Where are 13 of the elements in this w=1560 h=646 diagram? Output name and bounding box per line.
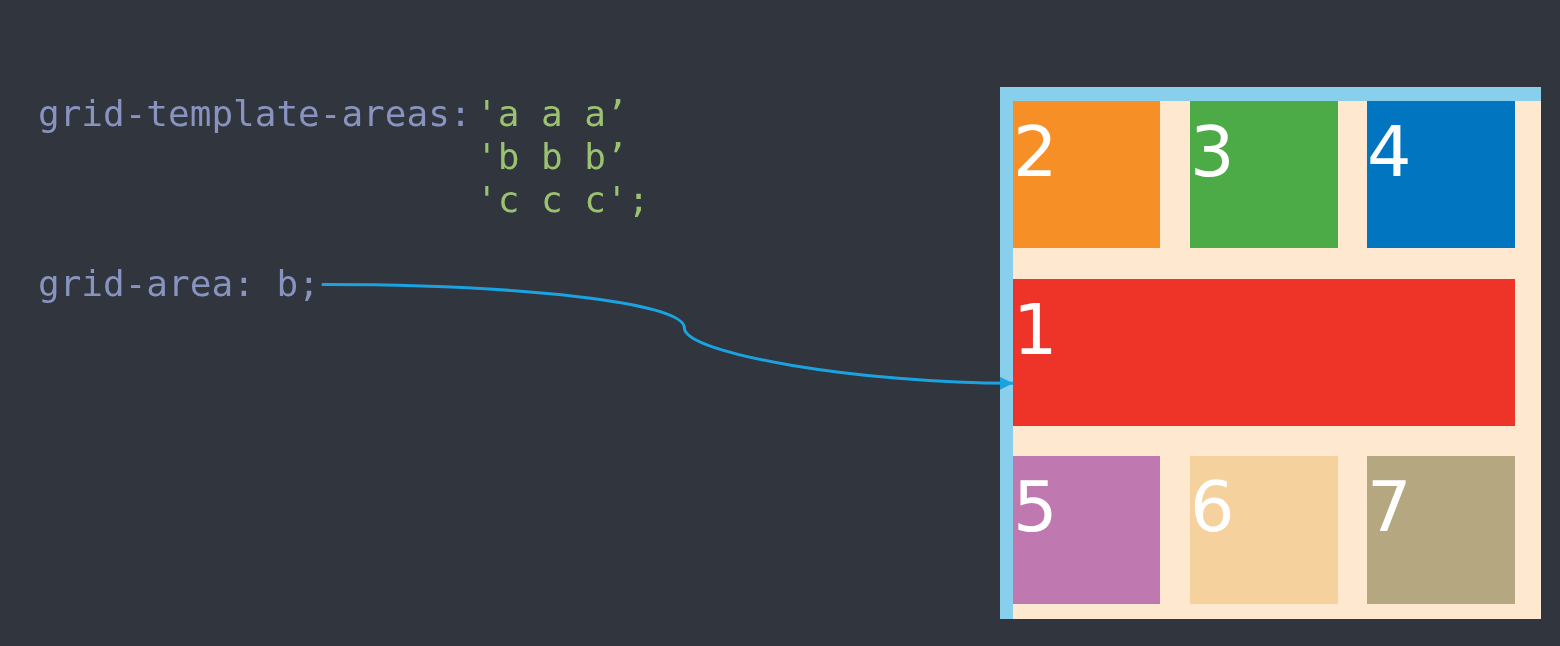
grid-item: 5 xyxy=(1013,456,1160,604)
code-line: grid-area: b; xyxy=(38,262,320,305)
grid-item: 6 xyxy=(1190,456,1338,604)
grid-container xyxy=(1000,87,1541,619)
code-text: grid-template-areas: xyxy=(38,92,472,135)
grid-item: 3 xyxy=(1190,101,1338,248)
code-text: 'a a a’ xyxy=(476,92,628,135)
code-text: 'b b b’ xyxy=(476,135,628,178)
grid-item: 2 xyxy=(1013,101,1160,248)
grid-item: 7 xyxy=(1367,456,1515,604)
grid-item: 4 xyxy=(1367,101,1515,248)
grid-item: 1 xyxy=(1013,279,1515,426)
code-text: 'c c c'; xyxy=(476,178,650,221)
